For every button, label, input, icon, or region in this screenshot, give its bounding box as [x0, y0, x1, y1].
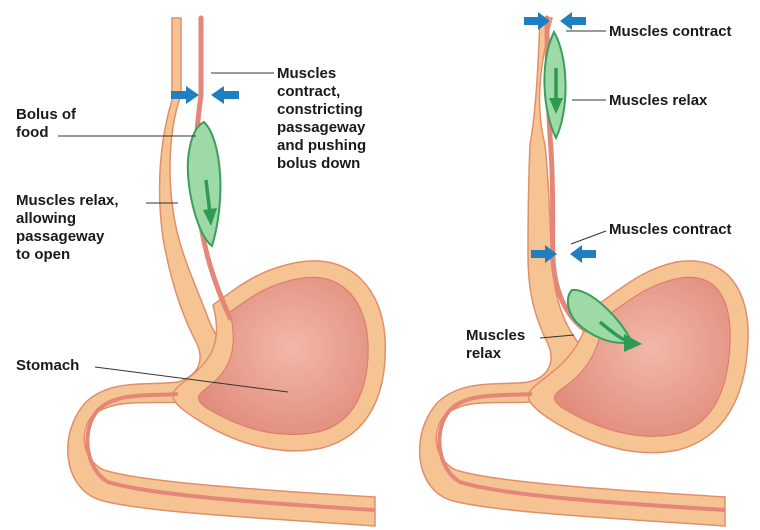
label-bolus-of-food: Bolus of food: [16, 106, 76, 142]
right-top-contract-arrow-right: [560, 12, 586, 30]
left-contract-arrow-right: [211, 86, 239, 104]
left-bolus-of-food: [188, 122, 221, 246]
right-esophagus-stomach-illustration: [420, 12, 748, 526]
label-left-muscles-relax: Muscles relax, allowing passageway to op…: [16, 192, 119, 264]
right-mid-contract-arrow-right: [570, 245, 596, 263]
label-left-muscles-contract: Muscles contract, constricting passagewa…: [277, 65, 366, 173]
label-right-muscles-contract-mid: Muscles contract: [609, 221, 732, 239]
label-right-muscles-relax-bottom: Muscles relax: [466, 327, 525, 363]
leader-right-contract-mid: [571, 231, 606, 244]
label-stomach: Stomach: [16, 357, 79, 375]
label-right-muscles-relax-top: Muscles relax: [609, 92, 707, 110]
label-right-muscles-contract-top: Muscles contract: [609, 23, 732, 41]
